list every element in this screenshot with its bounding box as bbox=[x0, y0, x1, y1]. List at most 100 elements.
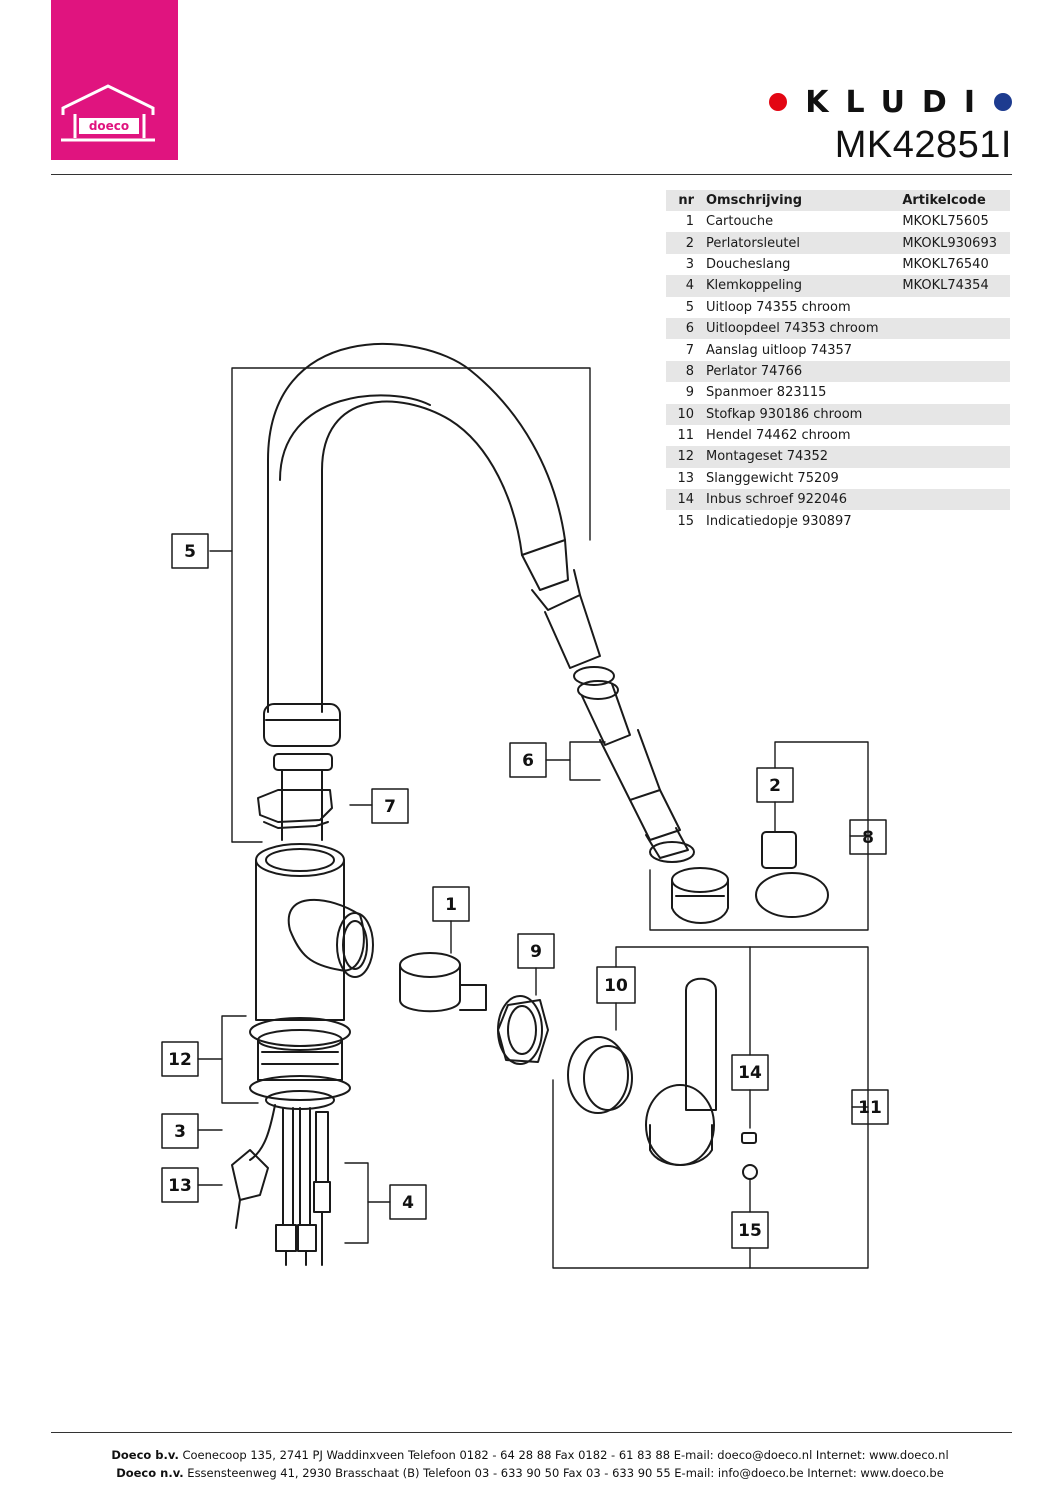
row-nr: 1 bbox=[685, 214, 694, 230]
row-nr: 12 bbox=[666, 446, 702, 468]
header-nr: nr bbox=[666, 190, 702, 211]
red-dot-icon bbox=[769, 93, 788, 111]
footer-company-be: Doeco n.v. bbox=[116, 1466, 184, 1480]
svg-text:15: 15 bbox=[738, 1221, 762, 1241]
row-description: Indicatiedopje 930897 bbox=[706, 513, 852, 529]
mounting-set-drawing bbox=[249, 1017, 351, 1110]
footer-address-be: Essensteenweg 41, 2930 Brasschaat (B) Te… bbox=[187, 1466, 944, 1480]
nut-drawing bbox=[497, 995, 549, 1065]
house-logo-icon: doeco bbox=[61, 84, 155, 142]
callout-11: 11 bbox=[851, 1089, 889, 1125]
row-nr: 2 bbox=[666, 232, 702, 254]
header-divider bbox=[51, 174, 1012, 175]
svg-text:11: 11 bbox=[858, 1098, 882, 1118]
callout-9: 9 bbox=[517, 933, 555, 969]
row-code: MKOKL74354 bbox=[898, 275, 1010, 297]
row-nr: 6 bbox=[666, 317, 702, 340]
row-nr: 4 bbox=[666, 275, 702, 297]
row-nr: 15 bbox=[677, 513, 694, 529]
row-nr: 7 bbox=[685, 342, 694, 358]
svg-text:9: 9 bbox=[530, 942, 542, 962]
blue-dot-icon bbox=[994, 93, 1012, 111]
row-nr: 3 bbox=[685, 256, 694, 272]
row-description: Cartouche bbox=[706, 214, 774, 230]
svg-text:2: 2 bbox=[769, 776, 781, 796]
table-header-row: nr Omschrijving Artikelcode bbox=[666, 190, 1010, 211]
lever-drawing bbox=[645, 977, 717, 1166]
row-code: MKOKL76540 bbox=[902, 256, 989, 272]
svg-text:3: 3 bbox=[174, 1122, 186, 1142]
table-row: 7 Aanslag uitloop 74357 bbox=[666, 339, 1010, 360]
callout-3: 3 bbox=[161, 1113, 199, 1149]
spout-drawing bbox=[257, 343, 566, 841]
dust-cap-drawing bbox=[567, 1036, 633, 1114]
footer-line-be: Doeco n.v. Essensteenweg 41, 2930 Brassc… bbox=[0, 1464, 1060, 1482]
row-description: Inbus schroef 922046 bbox=[702, 489, 899, 511]
row-description: Perlatorsleutel bbox=[702, 232, 899, 254]
hoses-drawing bbox=[231, 1104, 331, 1266]
callout-14: 14 bbox=[731, 1054, 769, 1091]
row-code: MKOKL930693 bbox=[898, 232, 1010, 254]
header-code: Artikelcode bbox=[898, 190, 1010, 211]
row-nr: 5 bbox=[685, 299, 694, 315]
callout-15: 15 bbox=[731, 1211, 769, 1249]
row-nr: 11 bbox=[677, 428, 694, 444]
callout-2: 2 bbox=[756, 767, 794, 803]
row-code bbox=[898, 317, 1010, 340]
aerator-drawing bbox=[671, 867, 729, 924]
callout-10: 10 bbox=[596, 966, 636, 1004]
row-description: Klemkoppeling bbox=[702, 275, 899, 297]
row-code bbox=[898, 403, 1010, 425]
kludi-brand: KLUDI bbox=[769, 82, 1012, 122]
leader-lines bbox=[197, 367, 869, 1269]
row-description: Stofkap 930186 chroom bbox=[702, 403, 899, 425]
table-row: 15 Indicatiedopje 930897 bbox=[666, 510, 1010, 531]
exploded-view-drawing: 5 6 7 2 8 1 9 10 12 14 11 3 13 4 15 bbox=[161, 343, 889, 1269]
table-row: 3 Doucheslang MKOKL76540 bbox=[666, 254, 1010, 275]
row-nr: 10 bbox=[666, 403, 702, 425]
callout-13: 13 bbox=[161, 1167, 199, 1203]
row-description: Montageset 74352 bbox=[702, 446, 899, 468]
svg-text:14: 14 bbox=[738, 1063, 762, 1083]
row-description: Doucheslang bbox=[706, 256, 791, 272]
logo-text: doeco bbox=[89, 119, 129, 133]
row-description: Slanggewicht 75209 bbox=[706, 470, 839, 486]
svg-text:4: 4 bbox=[402, 1193, 414, 1213]
callout-12: 12 bbox=[161, 1041, 199, 1077]
footer-address-nl: Coenecoop 135, 2741 PJ Waddinxveen Telef… bbox=[182, 1448, 949, 1462]
header-description: Omschrijving bbox=[702, 190, 899, 211]
svg-text:7: 7 bbox=[384, 797, 396, 817]
callout-5: 5 bbox=[171, 533, 209, 569]
row-code: MKOKL75605 bbox=[902, 214, 989, 230]
footer-company-nl: Doeco b.v. bbox=[111, 1448, 179, 1462]
row-code bbox=[898, 446, 1010, 468]
footer: Doeco b.v. Coenecoop 135, 2741 PJ Waddin… bbox=[0, 1446, 1060, 1482]
model-number: MK42851I bbox=[834, 124, 1012, 166]
row-nr: 8 bbox=[666, 360, 702, 383]
footer-line-nl: Doeco b.v. Coenecoop 135, 2741 PJ Waddin… bbox=[0, 1446, 1060, 1464]
aerator-key-drawing bbox=[755, 831, 829, 918]
tap-body-drawing bbox=[255, 843, 374, 1021]
row-description: Spanmoer 823115 bbox=[706, 385, 827, 401]
callout-8: 8 bbox=[849, 819, 887, 855]
footer-divider bbox=[51, 1432, 1012, 1433]
svg-text:6: 6 bbox=[522, 751, 534, 771]
row-description: Hendel 74462 chroom bbox=[706, 428, 851, 444]
callout-1: 1 bbox=[432, 886, 470, 922]
svg-text:10: 10 bbox=[604, 976, 628, 996]
svg-text:8: 8 bbox=[862, 828, 874, 848]
row-description: Aanslag uitloop 74357 bbox=[706, 342, 853, 358]
svg-text:1: 1 bbox=[445, 895, 457, 915]
cartridge-drawing bbox=[399, 952, 487, 1013]
screws-drawing bbox=[741, 1132, 758, 1180]
